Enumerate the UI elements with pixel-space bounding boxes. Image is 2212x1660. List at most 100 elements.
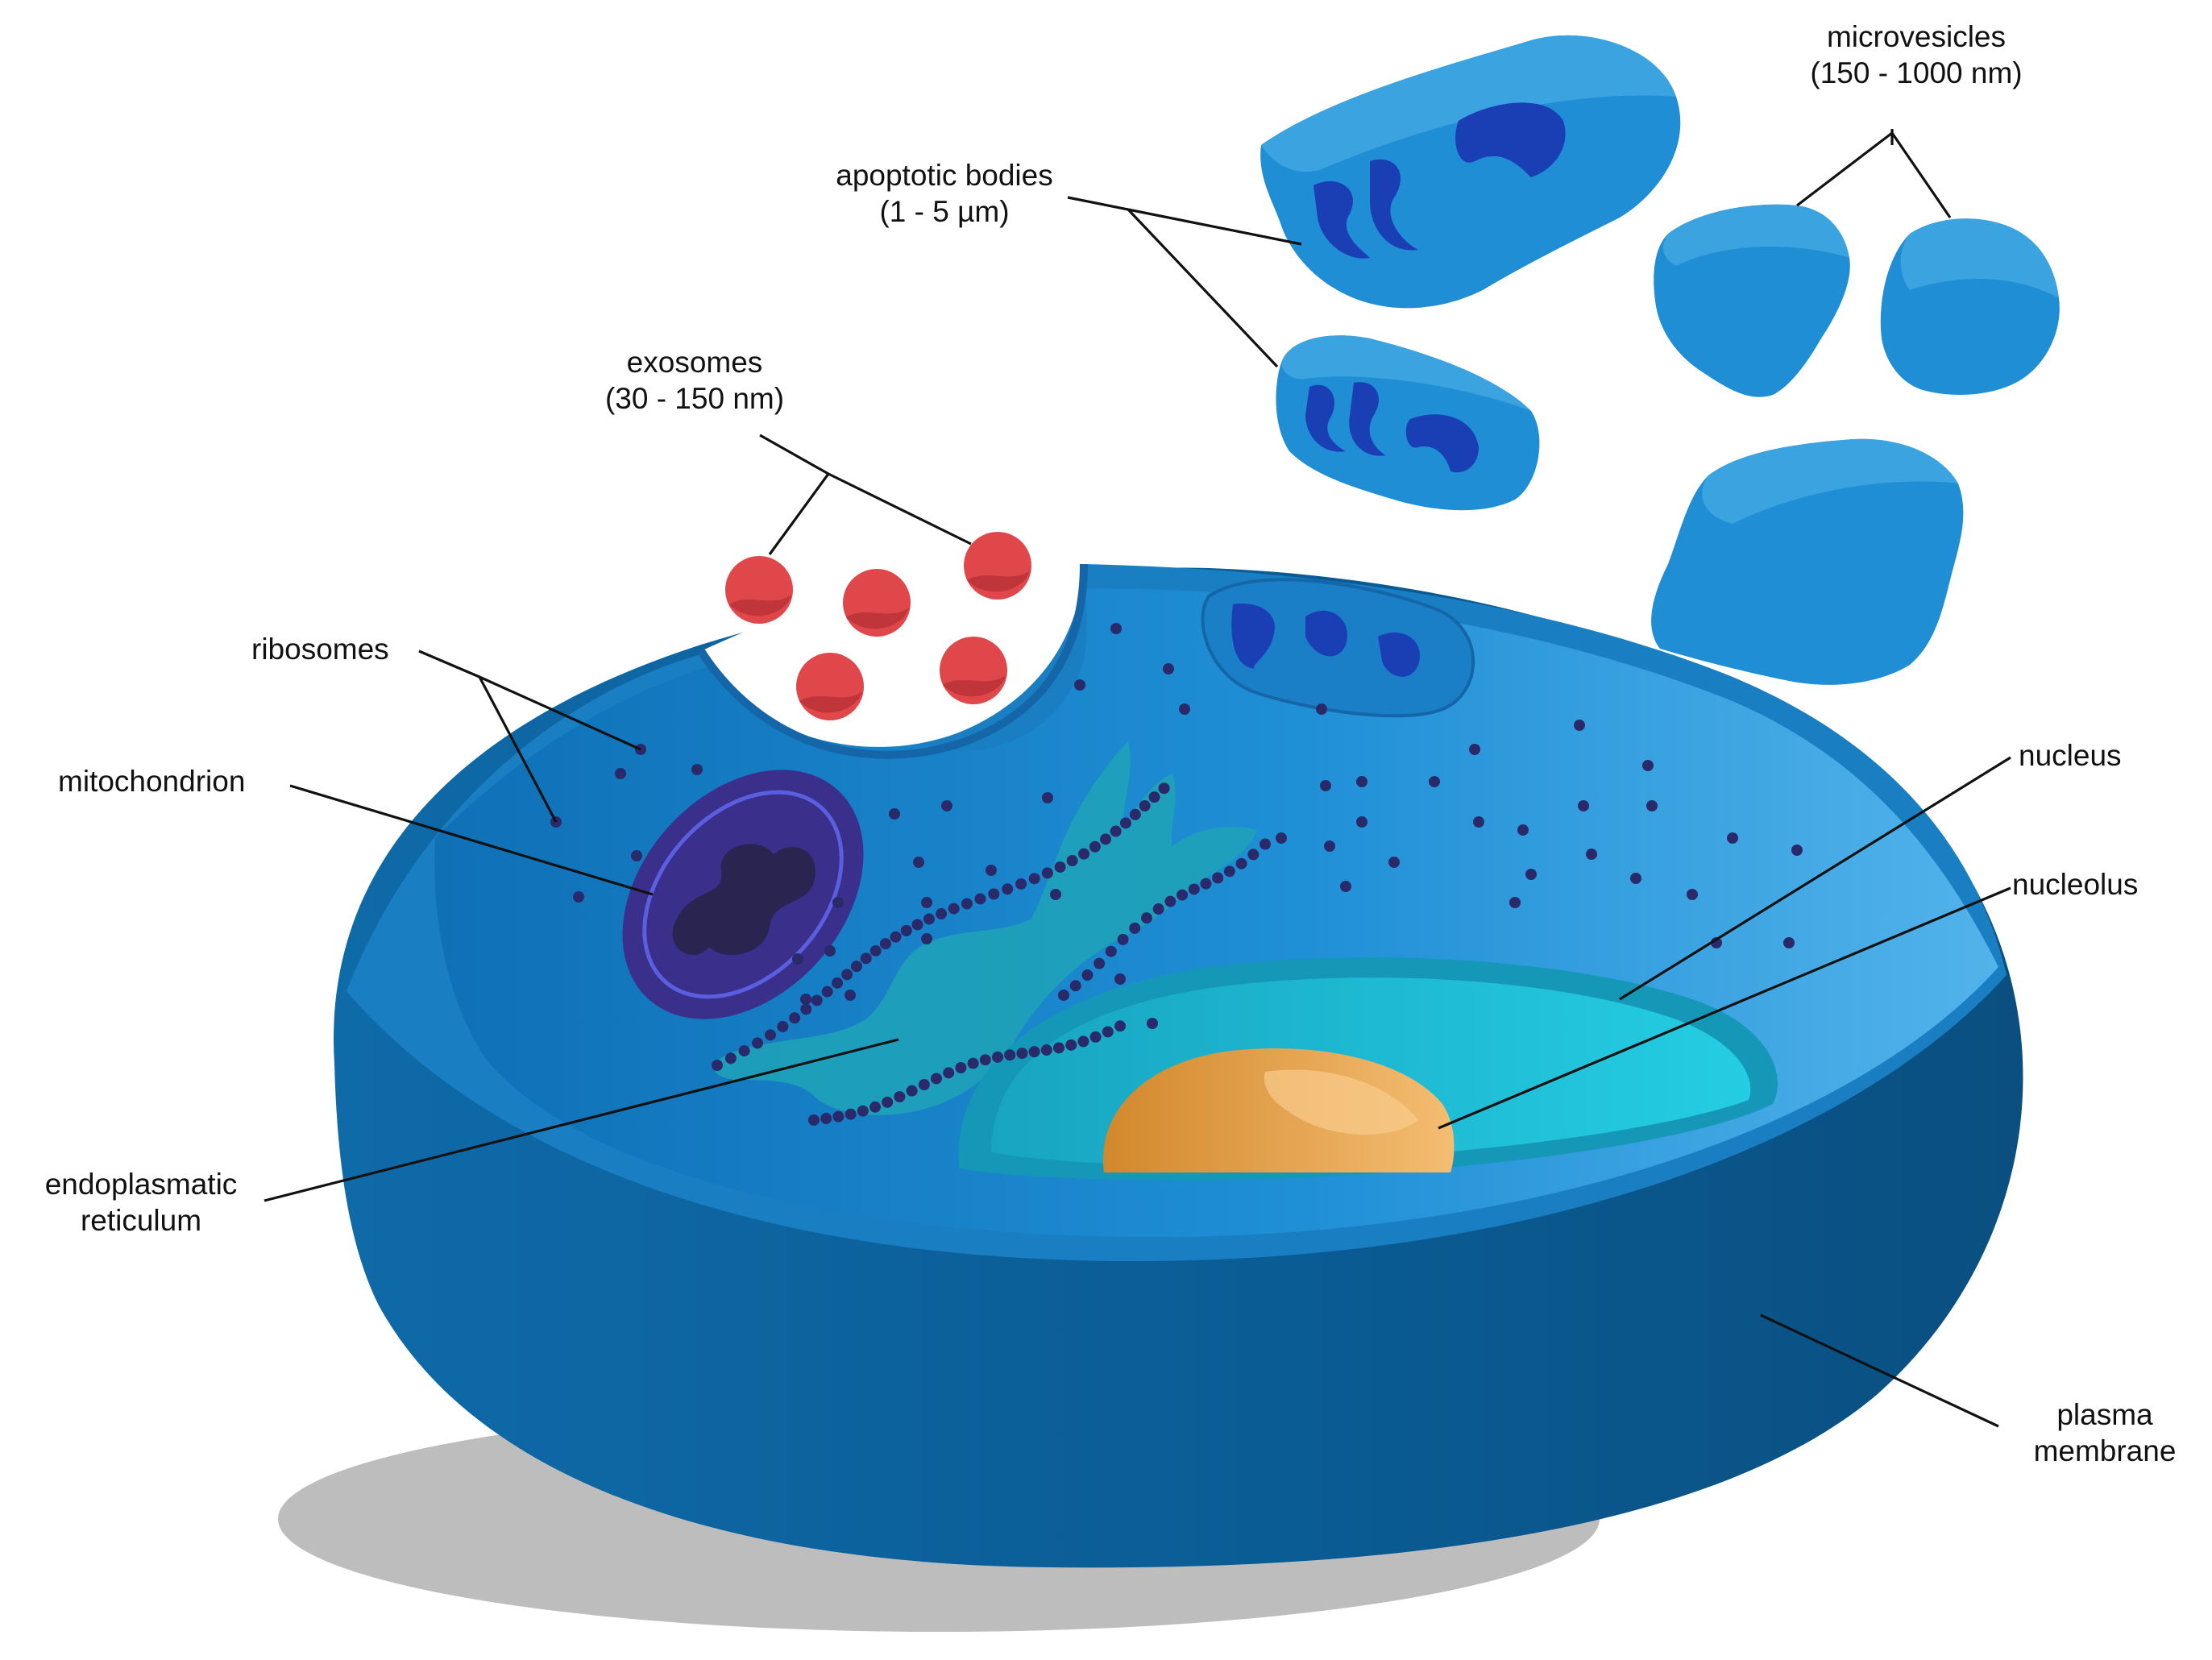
label-exosomes-size: (30 - 150 nm) <box>605 382 784 415</box>
label-ribosomes: ribosomes <box>251 633 389 666</box>
ribosome <box>936 907 948 919</box>
label-er-line1: endoplasmatic <box>45 1168 238 1201</box>
ribosome <box>811 994 823 1006</box>
ribosome <box>1517 824 1529 836</box>
leader-apoptotic-b <box>1127 208 1302 246</box>
ribosome <box>1578 800 1589 811</box>
ribosome <box>1164 895 1177 907</box>
labels: microvesicles (150 - 1000 nm) apoptotic … <box>45 20 2177 1467</box>
ribosome <box>821 986 833 998</box>
ribosome <box>752 1037 764 1049</box>
label-plasma-membrane-line1: plasma <box>2056 1398 2153 1431</box>
ribosome <box>974 893 986 905</box>
ribosome <box>1053 1042 1064 1054</box>
ribosome <box>948 903 960 915</box>
ribosome <box>1177 889 1189 901</box>
ribosome <box>1179 703 1190 715</box>
ribosome <box>931 1073 942 1085</box>
ribosome <box>1687 889 1698 900</box>
label-microvesicles: microvesicles <box>1827 20 2006 53</box>
ribosome <box>979 1054 991 1066</box>
ribosome <box>921 897 932 908</box>
ribosome <box>1509 897 1521 908</box>
ribosome <box>1058 990 1069 1001</box>
ribosome <box>1574 720 1585 731</box>
label-er-line2: reticulum <box>81 1204 201 1237</box>
ribosome <box>882 1096 894 1108</box>
ribosome <box>1114 1020 1126 1032</box>
label-plasma-membrane-line2: membrane <box>2034 1434 2177 1467</box>
exosome-pocket-edge <box>697 563 1088 759</box>
ribosome <box>1235 857 1247 869</box>
ribosome <box>1100 833 1112 845</box>
apoptotic-body-large <box>1260 35 1681 309</box>
ribosome <box>1105 945 1117 957</box>
label-nucleus: nucleus <box>2019 739 2122 772</box>
ribosomes <box>550 623 1803 1126</box>
leader-exosomes-b <box>768 473 830 555</box>
leader-exosomes-c <box>828 472 972 546</box>
ribosome <box>845 1108 857 1120</box>
label-mitochondrion: mitochondrion <box>58 765 245 798</box>
ribosome <box>1320 780 1331 791</box>
ribosome <box>764 1029 776 1041</box>
ribosome <box>724 1052 737 1064</box>
ribosome <box>1065 1039 1077 1051</box>
ribosome <box>1586 849 1597 860</box>
ribosome <box>1223 865 1235 878</box>
leader-plasma-membrane <box>1760 1313 1999 1428</box>
ribosome <box>1247 849 1260 861</box>
ribosome <box>1200 878 1212 890</box>
ribosome <box>992 1051 1003 1063</box>
ribosome <box>712 1060 723 1071</box>
ribosome <box>845 990 856 1001</box>
ribosome <box>1074 679 1085 691</box>
ribosome <box>1077 1035 1089 1048</box>
ribosome <box>986 865 997 876</box>
ribosome <box>789 1012 801 1024</box>
ribosome <box>1260 838 1271 850</box>
ribosome <box>1102 1026 1114 1038</box>
ribosome <box>1119 817 1131 829</box>
ribosome <box>738 1045 750 1057</box>
ribosome <box>1129 922 1141 934</box>
label-nucleolus: nucleolus <box>2012 868 2138 901</box>
ribosome <box>1525 869 1537 880</box>
ribosome <box>1429 776 1440 787</box>
ribosome <box>900 924 912 936</box>
leader-er <box>264 1038 899 1202</box>
budding-apoptotic-body <box>1201 578 1475 718</box>
ribosome <box>1066 855 1078 867</box>
ribosome <box>1727 832 1738 844</box>
ribosome <box>1791 845 1803 856</box>
exosome <box>940 637 1007 704</box>
ribosome <box>889 808 900 820</box>
ribosome <box>955 1062 967 1074</box>
leader-apoptotic-c <box>1127 208 1279 368</box>
ribosome <box>988 888 1000 900</box>
ribosome <box>841 969 853 981</box>
nucleolus <box>1102 1048 1455 1172</box>
ribosome <box>1276 832 1287 844</box>
label-apoptotic-bodies: apoptotic bodies <box>836 159 1052 192</box>
label-microvesicles-size: (150 - 1000 nm) <box>1810 56 2022 89</box>
ribosome <box>921 933 932 944</box>
ribosome <box>1042 792 1053 803</box>
ribosome <box>850 961 862 973</box>
ribosome <box>1089 1031 1102 1043</box>
apoptotic-body-small <box>1276 335 1540 511</box>
ribosome <box>1078 848 1090 860</box>
label-exosomes: exosomes <box>627 346 763 379</box>
leader-microvesicles-b <box>1890 132 1952 218</box>
ribosome <box>777 1020 789 1032</box>
leader-exosomes-a <box>759 434 829 475</box>
ribosome <box>573 891 584 903</box>
leader-nucleus <box>1619 756 2011 1001</box>
ribosome <box>869 944 882 957</box>
ribosome <box>906 1085 918 1097</box>
ribosome <box>615 768 626 779</box>
ribosome <box>911 919 923 931</box>
ribosome <box>1163 663 1174 674</box>
